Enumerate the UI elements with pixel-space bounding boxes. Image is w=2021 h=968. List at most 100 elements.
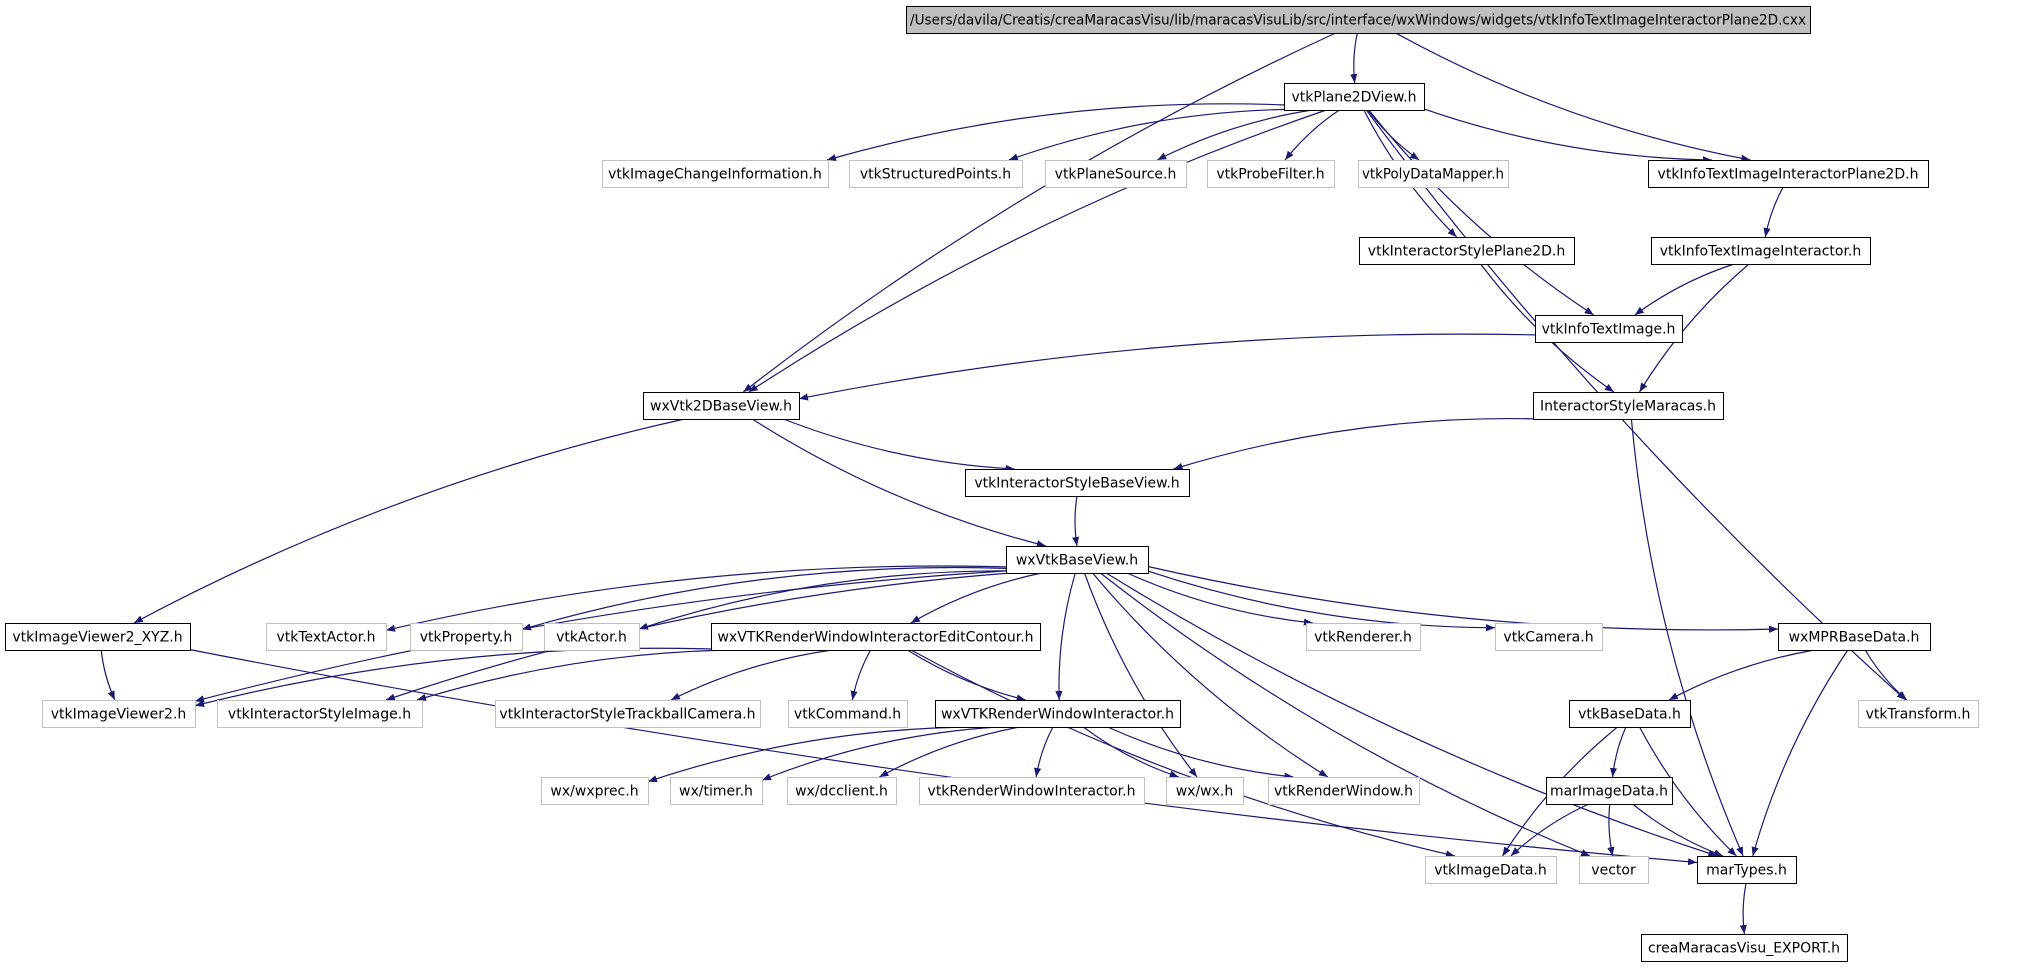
edge-vtkInfoTextImageInteractorPlane2D-to-vtkInfoTextImageInteractor <box>1763 186 1784 238</box>
node-box <box>849 160 1023 188</box>
node-label: marImageData.h <box>1550 784 1668 800</box>
edge-wxVTKRenderWindowInteractorEditContour-to-vtkImageViewer2 <box>194 647 743 708</box>
node-label: vtkInfoTextImage.h <box>1542 322 1676 338</box>
edge-wxVtkBaseView-to-wxVTKRenderWindowInteractorEditContour <box>910 572 1042 624</box>
node-vtkImageViewer2_XYZ[interactable]: vtkImageViewer2_XYZ.h <box>5 623 191 651</box>
node-vtkBaseData[interactable]: vtkBaseData.h <box>1569 700 1691 728</box>
node-box <box>217 700 423 728</box>
node-box <box>410 623 523 651</box>
node-InteractorStyleMaracas[interactable]: InteractorStyleMaracas.h <box>1533 392 1724 420</box>
node-creaMaracasVisu_EXPORT[interactable]: creaMaracasVisu_EXPORT.h <box>1641 934 1848 962</box>
edge-wxVtkBaseView-to-marTypes <box>1105 572 1718 857</box>
node-wxwx: wx/wx.h <box>1166 777 1244 805</box>
node-box <box>1306 623 1421 651</box>
node-label: vtkCommand.h <box>794 707 901 723</box>
node-label: vtkPolyDataMapper.h <box>1362 167 1504 183</box>
node-vtkRenderer: vtkRenderer.h <box>1306 623 1421 651</box>
node-label: vtkPlane2DView.h <box>1292 90 1417 106</box>
node-label: marTypes.h <box>1706 863 1787 879</box>
node-box <box>1648 160 1929 188</box>
node-marImageData[interactable]: marImageData.h <box>1546 777 1673 805</box>
node-wxVTKRenderWindowInteractor[interactable]: wxVTKRenderWindowInteractor.h <box>935 700 1181 728</box>
node-box <box>1495 623 1603 651</box>
node-box <box>1651 237 1871 265</box>
edge-wxVTKRenderWindowInteractorEditContour-to-wxVTKRenderWindowInteractor <box>907 649 1026 702</box>
node-box <box>906 6 1811 34</box>
node-wxVTKRenderWindowInteractorEditContour[interactable]: wxVTKRenderWindowInteractorEditContour.h <box>711 623 1041 651</box>
node-vtkTransform: vtkTransform.h <box>1858 700 1979 728</box>
edge-wxVtkBaseView-to-vtkTextActor <box>385 565 1007 632</box>
node-label: vtkInfoTextImageInteractorPlane2D.h <box>1658 167 1919 183</box>
edge-wxVtkBaseView-to-vector <box>1100 572 1591 857</box>
node-vtkProbeFilter: vtkProbeFilter.h <box>1207 160 1335 188</box>
node-label: wx/wx.h <box>1176 784 1234 800</box>
node-wxdcclient: wx/dcclient.h <box>787 777 897 805</box>
edge-vtkPlane2DView-to-vtkProbeFilter <box>1284 109 1340 161</box>
edge-InteractorStyleMaracas-to-marTypes <box>1630 418 1744 857</box>
edge-vtkPlane2DView-to-vtkInfoTextImageInteractorPlane2D <box>1423 108 1712 164</box>
node-root[interactable]: /Users/davila/Creatis/creaMaracasVisu/li… <box>906 6 1811 34</box>
node-box <box>1569 700 1691 728</box>
node-label: vtkStructuredPoints.h <box>860 167 1011 183</box>
node-box <box>1166 777 1244 805</box>
node-label: vtkActor.h <box>556 630 627 646</box>
node-box <box>643 392 800 420</box>
node-label: vtkTextActor.h <box>276 630 375 646</box>
node-vtkInteractorStylePlane2D[interactable]: vtkInteractorStylePlane2D.h <box>1359 237 1575 265</box>
node-vtkInfoTextImage[interactable]: vtkInfoTextImage.h <box>1535 315 1683 343</box>
edge-wxMPRBaseData-to-marTypes <box>1751 649 1849 857</box>
node-vtkActor: vtkActor.h <box>544 623 640 651</box>
node-wxVtkBaseView[interactable]: wxVtkBaseView.h <box>1006 546 1149 574</box>
node-label: wx/dcclient.h <box>795 784 888 800</box>
node-label: vtkInteractorStyleTrackballCamera.h <box>499 707 755 723</box>
edge-wxVtkBaseView-to-wxVTKRenderWindowInteractor <box>1055 572 1076 701</box>
node-label: vtkRenderWindowInteractor.h <box>928 784 1136 800</box>
node-label: vtkImageData.h <box>1434 863 1546 879</box>
node-vtkPolyDataMapper: vtkPolyDataMapper.h <box>1358 160 1509 188</box>
node-box <box>965 469 1190 497</box>
edge-vtkInfoTextImageInteractor-to-vtkInfoTextImage <box>1634 263 1735 316</box>
node-label: vtkProperty.h <box>420 630 512 646</box>
node-box <box>711 623 1041 651</box>
edge-wxVtkBaseView-to-vtkProperty <box>521 566 1007 631</box>
node-box <box>5 623 191 651</box>
node-vtkInfoTextImageInteractor[interactable]: vtkInfoTextImageInteractor.h <box>1651 237 1871 265</box>
edge-wxVTKRenderWindowInteractor-to-wxwxprec <box>647 726 977 783</box>
node-vtkInfoTextImageInteractorPlane2D[interactable]: vtkInfoTextImageInteractorPlane2D.h <box>1648 160 1929 188</box>
edge-root-to-vtkPlane2DView <box>1350 32 1358 84</box>
node-marTypes[interactable]: marTypes.h <box>1697 856 1797 884</box>
node-wxVtk2DBaseView[interactable]: wxVtk2DBaseView.h <box>643 392 800 420</box>
node-vtkPlaneSource: vtkPlaneSource.h <box>1045 160 1187 188</box>
node-label: wxVtk2DBaseView.h <box>650 399 792 415</box>
node-vtkImageChangeInformation: vtkImageChangeInformation.h <box>602 160 829 188</box>
edge-marImageData-to-vector <box>1607 803 1615 857</box>
node-vector: vector <box>1579 856 1649 884</box>
edge-wxVtkBaseView-to-vtkRenderer <box>1126 572 1313 626</box>
edge-wxVTKRenderWindowInteractor-to-wxdcclient <box>879 726 1020 778</box>
node-label: vtkImageViewer2.h <box>51 707 187 723</box>
node-box <box>1268 777 1420 805</box>
node-wxMPRBaseData[interactable]: wxMPRBaseData.h <box>1778 623 1931 651</box>
node-label: vtkImageViewer2_XYZ.h <box>12 630 182 646</box>
node-vtkRenderWindowInteractor: vtkRenderWindowInteractor.h <box>919 777 1145 805</box>
node-label: vtkPlaneSource.h <box>1055 167 1177 183</box>
node-box <box>544 623 640 651</box>
edge-vtkPlane2DView-to-wxVtk2DBaseView <box>748 109 1327 393</box>
edge-vtkInfoTextImageInteractor-to-InteractorStyleMaracas <box>1638 263 1750 393</box>
node-box <box>1697 856 1797 884</box>
edge-vtkPlane2DView-to-vtkInfoTextImage <box>1368 109 1595 316</box>
node-box <box>1778 623 1931 651</box>
edge-wxMPRBaseData-to-vtkTransform <box>1864 649 1908 701</box>
node-vtkProperty: vtkProperty.h <box>410 623 523 651</box>
node-box <box>266 623 387 651</box>
edge-wxVTKRenderWindowInteractorEditContour-to-vtkCommand <box>850 649 872 701</box>
edge-wxVTKRenderWindowInteractor-to-vtkRenderWindowInteractor <box>1034 726 1054 778</box>
node-box <box>602 160 829 188</box>
node-vtkStructuredPoints: vtkStructuredPoints.h <box>849 160 1023 188</box>
node-label: wxVtkBaseView.h <box>1016 553 1138 569</box>
node-vtkInteractorStyleBaseView[interactable]: vtkInteractorStyleBaseView.h <box>965 469 1190 497</box>
edge-marImageData-to-marTypes <box>1632 803 1724 857</box>
node-vtkPlane2DView[interactable]: vtkPlane2DView.h <box>1284 83 1425 111</box>
node-label: vtkInteractorStyleBaseView.h <box>974 476 1179 492</box>
